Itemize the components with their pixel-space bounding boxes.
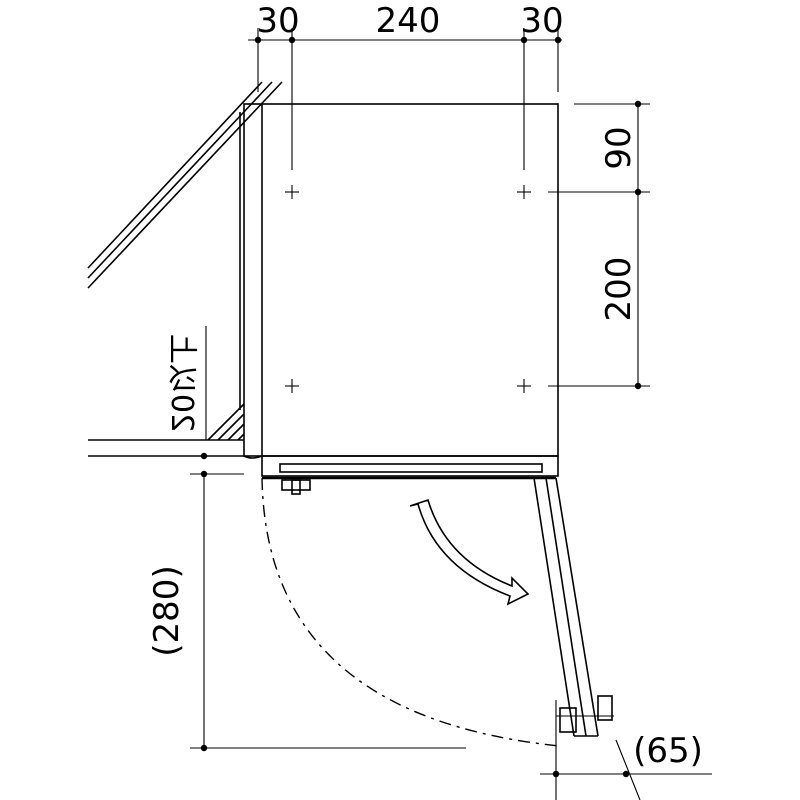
top-dimension: 30 240 30 <box>248 1 564 170</box>
bottom-ext-right <box>615 739 641 800</box>
top-tick-2 <box>288 36 296 44</box>
door-swing-arc <box>261 477 561 747</box>
top-right-margin-label: 30 <box>520 1 563 41</box>
top-tick-3 <box>520 36 528 44</box>
swing-arrow <box>409 498 530 606</box>
left-dimension: (280) <box>147 474 466 752</box>
right-dimension: 90 200 <box>548 100 650 390</box>
mounting-hole-top-right <box>517 185 531 199</box>
wall-hatching-upper <box>87 81 283 410</box>
door-open <box>533 477 614 737</box>
top-width-label: 240 <box>376 1 441 41</box>
top-left-margin-label: 30 <box>256 1 299 41</box>
hinge-open-left <box>559 707 577 733</box>
mounting-hole-bottom-left <box>285 379 299 393</box>
door-closed <box>261 455 559 495</box>
right-upper-label: 90 <box>599 126 639 169</box>
door-frame <box>261 455 559 477</box>
bottom-offset-label: (65) <box>633 731 703 771</box>
mounting-hole-bottom-right <box>517 379 531 393</box>
cabinet-outline <box>243 103 559 457</box>
right-lower-label: 200 <box>599 257 639 322</box>
wall-note: 20以上 <box>164 326 207 440</box>
bottom-dimension: (65) <box>540 700 712 800</box>
top-tick-4 <box>554 36 562 44</box>
hinge-left <box>281 479 311 491</box>
wall-hatching-lower <box>207 403 245 441</box>
wall-note-label: 20以上 <box>164 334 199 432</box>
mounting-hole-top-left <box>285 185 299 199</box>
door-panel <box>279 463 543 473</box>
top-tick-1 <box>254 36 262 44</box>
floor-lines <box>88 439 263 478</box>
hinge-open-right <box>597 695 613 721</box>
cabinet-body <box>243 103 559 457</box>
left-swing-label: (280) <box>147 565 187 656</box>
